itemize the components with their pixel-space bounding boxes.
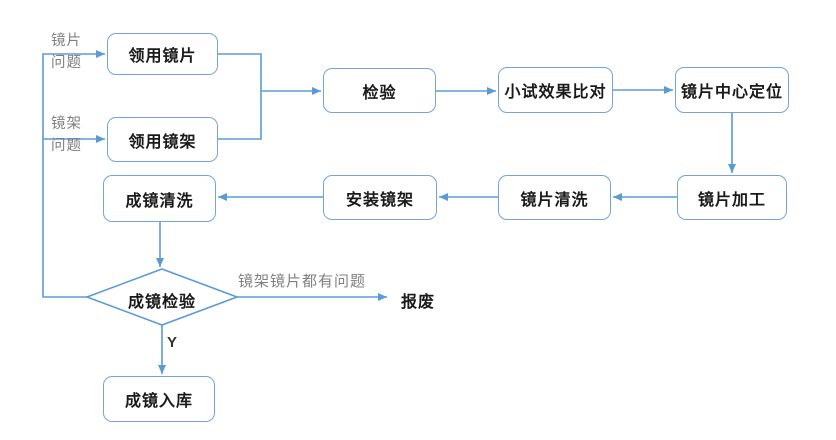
label-both-problem: 镜架镜片都有问题: [238, 274, 367, 290]
node-lens-cleaning: 镜片清洗: [498, 175, 611, 220]
node-lens-processing: 镜片加工: [677, 175, 787, 220]
label-frame-problem: 镜架 问题: [51, 116, 82, 154]
node-trial-comparison: 小试效果比对: [498, 67, 613, 113]
node-receive-frame: 领用镜架: [107, 117, 218, 162]
node-frame-mounting: 安装镜架: [323, 175, 437, 220]
node-finished-inspection-label: 成镜检验: [127, 294, 196, 311]
label-yes: Y: [167, 334, 178, 351]
node-inspection: 检验: [323, 68, 436, 113]
decision-diamond-shape: [84, 268, 240, 326]
node-lens-centering: 镜片中心定位: [675, 67, 789, 113]
node-finished-cleaning: 成镜清洗: [103, 175, 216, 222]
node-scrap-label: 报废: [401, 294, 436, 311]
node-finished-storage: 成镜入库: [103, 376, 215, 422]
edge-receive-merge-bracket: [218, 53, 262, 140]
edge-feedback-to-receive-lens-arrow: [42, 50, 105, 298]
node-receive-lens: 领用镜片: [107, 33, 218, 75]
label-lens-problem: 镜片 问题: [51, 33, 82, 71]
